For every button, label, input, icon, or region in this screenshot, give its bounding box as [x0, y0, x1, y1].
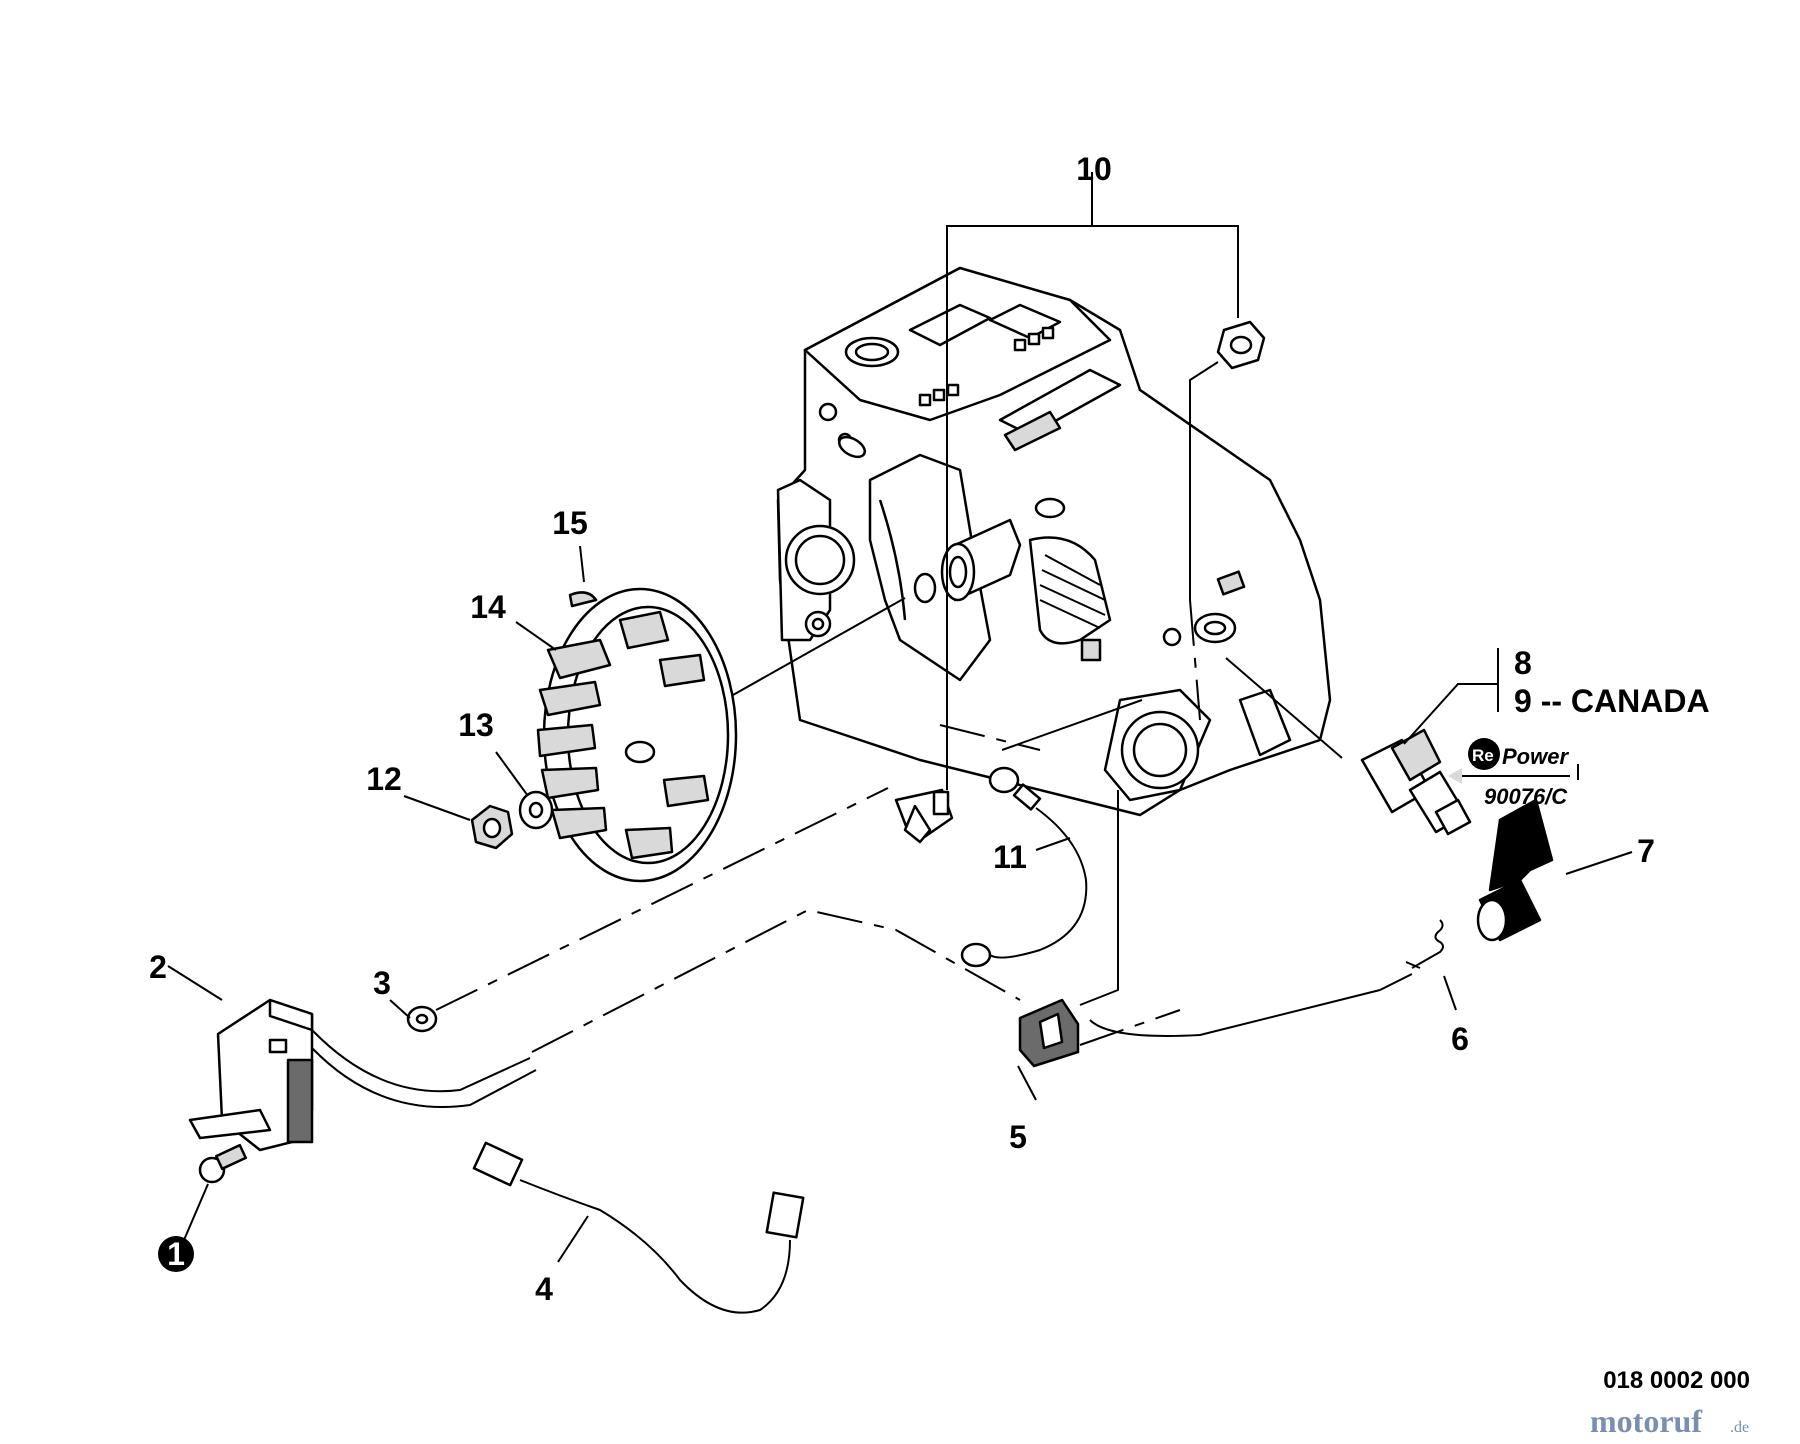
drawing-number: 018 0002 000 [1603, 1367, 1750, 1394]
crankcase [776, 266, 1332, 817]
watermark-name: motoruf [1590, 1403, 1702, 1439]
callout-14: 14 [470, 589, 506, 625]
callout-13: 13 [458, 707, 494, 743]
callout-6: 6 [1451, 1021, 1469, 1057]
flywheel [536, 587, 906, 883]
callout-labels: 1 2 3 4 5 6 7 8 9 -- CANADA 10 11 12 13 … [149, 151, 1709, 1307]
callout-5: 5 [1009, 1119, 1027, 1155]
hex-nut [403, 795, 514, 850]
stud-bolt [894, 788, 954, 844]
short-circuit-wire [472, 1141, 805, 1314]
callout-7: 7 [1637, 833, 1655, 869]
hex-nut-top [1216, 320, 1266, 370]
watermark-tld: .de [1730, 1419, 1749, 1436]
cylinder-fins [1028, 536, 1112, 645]
callout-1: 1 [167, 1236, 185, 1272]
ignition-module [167, 965, 537, 1152]
callout-10: 10 [1076, 151, 1112, 187]
repower-logo-re: Re [1472, 746, 1494, 765]
repower-arrow-icon [1448, 768, 1462, 784]
callout-3: 3 [373, 965, 391, 1001]
woodruff-key [568, 545, 598, 608]
spark-plug-boot [1476, 798, 1633, 942]
repower-badge [1468, 738, 1500, 770]
grommet [1017, 790, 1381, 1101]
washer [495, 751, 554, 830]
spark-plug [1225, 648, 1499, 836]
callout-4: 4 [535, 1271, 553, 1307]
spring [1405, 919, 1457, 1011]
callout-12: 12 [366, 761, 402, 797]
repower-code: 90076/C [1484, 784, 1568, 809]
callout-1-badge [158, 1236, 194, 1272]
flywheel-fins [536, 610, 710, 860]
screw [183, 1143, 247, 1241]
washer-small [389, 999, 438, 1033]
callout-10-group [894, 172, 1266, 844]
callout-2: 2 [149, 949, 167, 985]
alignment-lines [435, 599, 1413, 1053]
callout-9: 9 -- CANADA [1514, 683, 1710, 719]
callout-8: 8 [1514, 645, 1532, 681]
watermark-logo: motoruf .de [1590, 1403, 1749, 1439]
ground-wire [960, 699, 1143, 968]
callout-11: 11 [993, 839, 1027, 875]
repower-logo: Re Power 90076/C [1448, 738, 1579, 809]
callout-15: 15 [552, 505, 588, 541]
crankcase-vents [918, 326, 1055, 407]
leader-14 [515, 621, 557, 651]
repower-logo-power: Power [1502, 744, 1569, 769]
